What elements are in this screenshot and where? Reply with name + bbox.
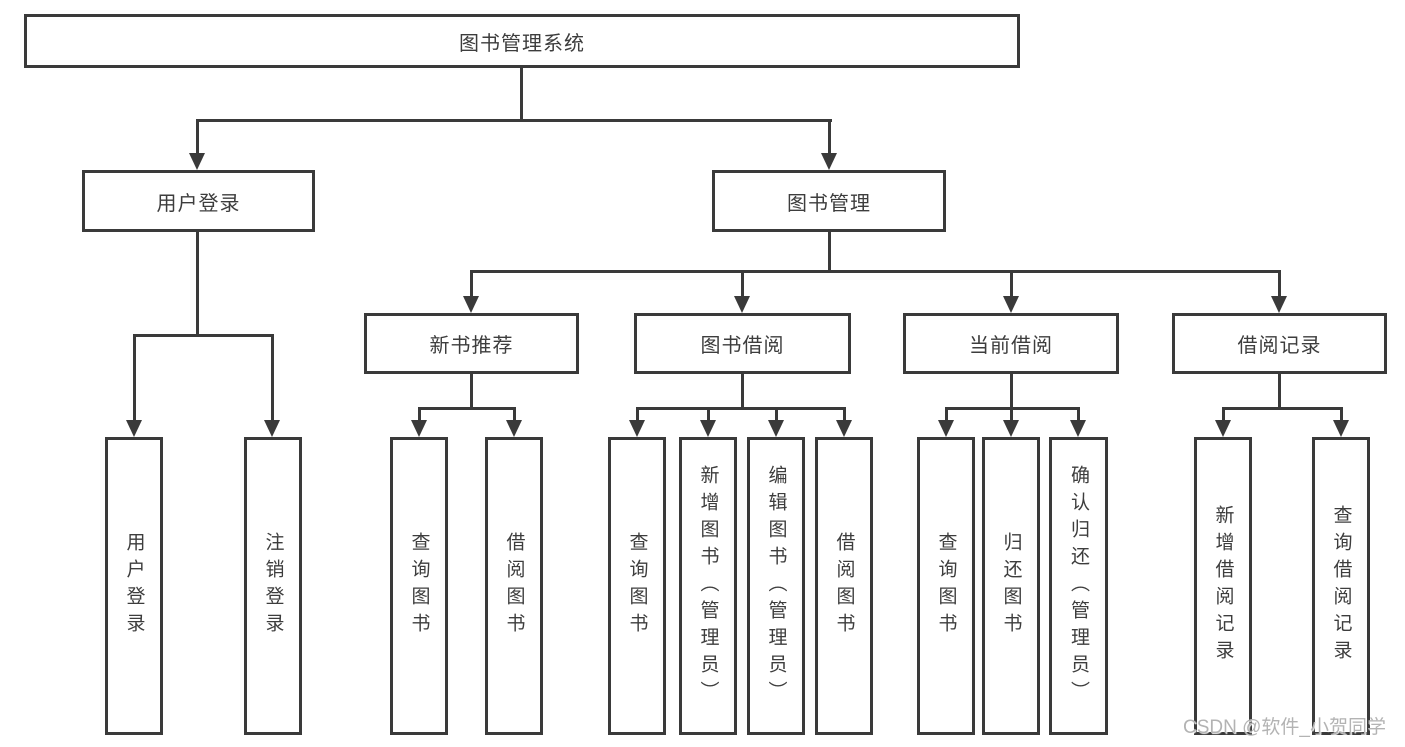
- leaf-add-borrow-record-label: 新增借阅记录: [1212, 505, 1234, 667]
- leaf-borrow-borrow-books: 借阅图书: [815, 437, 873, 735]
- connector-vline: [1278, 270, 1281, 298]
- arrow-down-icon: [1215, 420, 1231, 437]
- arrow-down-icon: [463, 296, 479, 313]
- connector-vline: [741, 374, 744, 410]
- connector-vline: [1340, 407, 1343, 422]
- node-user-login: 用户登录: [82, 170, 315, 232]
- connector-hline: [1222, 407, 1341, 410]
- arrow-down-icon: [126, 420, 142, 437]
- leaf-logout-label: 注销登录: [262, 532, 284, 640]
- arrow-down-icon: [768, 420, 784, 437]
- connector-hline: [470, 270, 1281, 273]
- node-borrow-records: 借阅记录: [1172, 313, 1387, 374]
- connector-vline: [1010, 374, 1013, 410]
- leaf-add-books-admin-label: 新增图书（管理员）: [697, 464, 719, 708]
- connector-vline: [775, 407, 778, 422]
- connector-vline: [133, 334, 136, 422]
- leaf-user-login-label: 用户登录: [123, 532, 145, 640]
- connector-vline: [1010, 407, 1013, 422]
- connector-vline: [945, 407, 948, 422]
- connector-vline: [1077, 407, 1080, 422]
- arrow-down-icon: [1271, 296, 1287, 313]
- connector-vline: [636, 407, 639, 422]
- node-book-management: 图书管理: [712, 170, 946, 232]
- leaf-current-query-books: 查询图书: [917, 437, 975, 735]
- arrow-down-icon: [506, 420, 522, 437]
- leaf-edit-books-admin: 编辑图书（管理员）: [747, 437, 805, 735]
- node-new-book-recommend: 新书推荐: [364, 313, 579, 374]
- arrow-down-icon: [938, 420, 954, 437]
- arrow-down-icon: [821, 153, 837, 170]
- connector-vline: [828, 119, 831, 155]
- arrow-down-icon: [1070, 420, 1086, 437]
- arrow-down-icon: [700, 420, 716, 437]
- node-root-label: 图书管理系统: [459, 32, 585, 55]
- connector-vline: [1278, 374, 1281, 410]
- connector-vline: [196, 119, 199, 155]
- connector-hline: [196, 119, 832, 122]
- leaf-current-query-books-label: 查询图书: [935, 532, 957, 640]
- leaf-borrow-query-books: 查询图书: [608, 437, 666, 735]
- leaf-user-login: 用户登录: [105, 437, 163, 735]
- connector-vline: [1010, 270, 1013, 298]
- arrow-down-icon: [264, 420, 280, 437]
- arrow-down-icon: [734, 296, 750, 313]
- arrow-down-icon: [836, 420, 852, 437]
- node-book-borrow-label: 图书借阅: [700, 335, 785, 357]
- node-new-book-recommend-label: 新书推荐: [429, 335, 514, 357]
- connector-vline: [470, 270, 473, 298]
- connector-vline: [520, 68, 523, 120]
- connector-vline: [707, 407, 710, 422]
- arrow-down-icon: [1003, 420, 1019, 437]
- leaf-confirm-return-admin: 确认归还（管理员）: [1049, 437, 1108, 735]
- connector-vline: [1222, 407, 1225, 422]
- connector-vline: [271, 334, 274, 422]
- connector-hline: [636, 407, 845, 410]
- node-current-borrow-label: 当前借阅: [969, 335, 1053, 357]
- connector-vline: [513, 407, 516, 422]
- leaf-edit-books-admin-label: 编辑图书（管理员）: [765, 464, 787, 708]
- connector-vline: [196, 232, 199, 337]
- csdn-watermark: CSDN @软件_小贺同学: [1183, 717, 1386, 738]
- connector-hline: [133, 334, 274, 337]
- node-user-login-label: 用户登录: [156, 192, 241, 215]
- connector-hline: [418, 407, 515, 410]
- leaf-add-borrow-record: 新增借阅记录: [1194, 437, 1252, 735]
- connector-vline: [470, 374, 473, 410]
- connector-vline: [843, 407, 846, 422]
- arrow-down-icon: [1003, 296, 1019, 313]
- node-book-borrow: 图书借阅: [634, 313, 851, 374]
- arrow-down-icon: [1333, 420, 1349, 437]
- node-current-borrow: 当前借阅: [903, 313, 1119, 374]
- leaf-query-borrow-record-label: 查询借阅记录: [1330, 505, 1352, 667]
- node-root: 图书管理系统: [24, 14, 1020, 68]
- leaf-return-books-label: 归还图书: [1000, 532, 1022, 640]
- leaf-confirm-return-admin-label: 确认归还（管理员）: [1068, 464, 1089, 708]
- leaf-logout: 注销登录: [244, 437, 302, 735]
- connector-vline: [418, 407, 421, 422]
- leaf-add-books-admin: 新增图书（管理员）: [679, 437, 737, 735]
- leaf-query-borrow-record: 查询借阅记录: [1312, 437, 1370, 735]
- leaf-recommend-borrow-books: 借阅图书: [485, 437, 543, 735]
- connector-vline: [741, 270, 744, 298]
- leaf-return-books: 归还图书: [982, 437, 1040, 735]
- leaf-borrow-query-books-label: 查询图书: [626, 532, 648, 640]
- leaf-recommend-query-books: 查询图书: [390, 437, 448, 735]
- arrow-down-icon: [629, 420, 645, 437]
- connector-vline: [828, 232, 831, 272]
- leaf-borrow-borrow-books-label: 借阅图书: [833, 532, 855, 640]
- leaf-recommend-query-books-label: 查询图书: [408, 532, 430, 640]
- leaf-recommend-borrow-books-label: 借阅图书: [503, 532, 525, 640]
- arrow-down-icon: [411, 420, 427, 437]
- node-book-management-label: 图书管理: [787, 192, 871, 215]
- arrow-down-icon: [189, 153, 205, 170]
- node-borrow-records-label: 借阅记录: [1237, 335, 1322, 357]
